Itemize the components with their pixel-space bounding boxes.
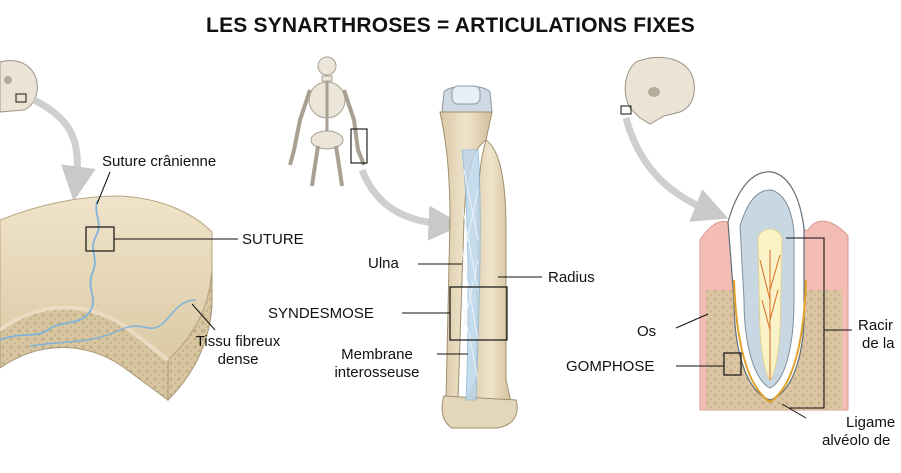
suture-fiber-lower (29, 299, 197, 347)
label-suture: SUTURE (242, 231, 304, 248)
zoom-arrow-gomphose (622, 117, 729, 222)
skull-icon-right (620, 56, 695, 125)
label-os: Os (637, 323, 656, 340)
zoom-arrow-syndesmose (358, 168, 464, 241)
label-syndesmose: SYNDESMOSE (268, 305, 374, 322)
label-suture-cranienne: Suture crânienne (102, 153, 216, 170)
suture-panel: Suture crânienne SUTURE Tissu fibreux de… (0, 60, 304, 402)
label-interosseuse: interosseuse (334, 364, 419, 381)
label-de-la: de la (862, 335, 895, 352)
label-tissu-fibreux: Tissu fibreux (196, 333, 281, 350)
gomphose-panel: Os GOMPHOSE Racir de la Ligame alvéolo d… (566, 56, 895, 449)
gomphose-box (723, 352, 742, 376)
label-gomphose: GOMPHOSE (566, 358, 654, 375)
zoom-arrow-suture (32, 96, 96, 202)
label-tissu-dense: dense (218, 351, 259, 368)
label-alveolo: alvéolo de (822, 432, 890, 449)
label-ulna: Ulna (368, 255, 400, 272)
label-ligament: Ligame (846, 414, 895, 431)
periodontal-ligament (733, 279, 807, 404)
label-membrane: Membrane (341, 346, 413, 363)
suture-line (0, 199, 100, 341)
skull-bone-slab (0, 195, 213, 402)
skull-icon (0, 60, 38, 113)
forearm-bones (439, 85, 518, 429)
label-radius: Radius (548, 269, 595, 286)
syndesmose-panel: Ulna Radius SYNDESMOSE Membrane inteross… (268, 56, 595, 429)
page-title: LES SYNARTHROSES = ARTICULATIONS FIXES (206, 14, 695, 37)
label-racine: Racir (858, 317, 893, 334)
skeleton-icon (288, 56, 368, 187)
